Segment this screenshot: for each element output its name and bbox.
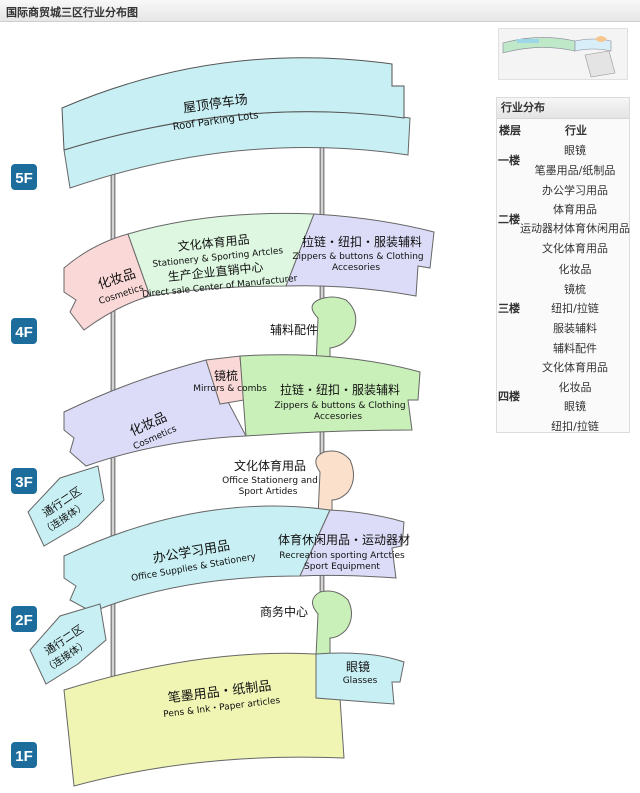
legend-item: 眼镜	[564, 400, 586, 413]
f2-sport-en1: Recreation sporting Artcties	[279, 551, 405, 561]
f1-glasses-cn: 眼镜	[346, 659, 370, 674]
zone-3f-connector[interactable]	[27, 465, 105, 547]
legend-floor-1: 一楼	[498, 154, 520, 167]
legend-item: 纽扣/拉链	[551, 302, 599, 315]
legend-floor-3: 三楼	[498, 302, 520, 315]
zone-1f-pens[interactable]	[63, 652, 345, 787]
f2-sport-en2: Sport Equipment	[304, 562, 380, 572]
f3-mirrors-cn: 镜梳	[214, 368, 238, 383]
legend-item: 运动器材体育休闲用品	[520, 222, 630, 235]
floor-badge-5f[interactable]: 5F	[11, 164, 37, 190]
legend-col-industry: 行业	[565, 124, 587, 137]
legend-item: 笔墨用品/纸制品	[534, 164, 616, 177]
zone-4f-cosmetics[interactable]	[63, 233, 151, 331]
legend-item: 眼镜	[564, 144, 586, 157]
legend-item: 化妆品	[558, 263, 592, 276]
zone-2f-connector[interactable]	[29, 603, 107, 685]
f3-zippers-en1: Zippers & buttons & Clothing	[274, 401, 405, 411]
legend-item: 体育用品	[553, 203, 597, 216]
floor-diagram: 5F 4F 3F 2F 1F 屋顶停车场 Roof Parking Lots 化…	[11, 57, 435, 787]
svg-text:3F: 3F	[15, 474, 33, 491]
f1-glasses-en: Glasses	[343, 676, 378, 686]
svg-text:1F: 1F	[15, 748, 33, 765]
f4-zippers-en1: Zippers & buttons & Clothing	[292, 252, 423, 262]
legend-item: 辅料配件	[553, 342, 597, 355]
zone-3f-cosmetics[interactable]	[63, 359, 247, 467]
page-title: 国际商贸城三区行业分布图	[6, 6, 138, 19]
legend-floor-2: 二楼	[498, 213, 520, 226]
floor-badge-1f[interactable]: 1F	[11, 742, 37, 768]
f1-business-cn: 商务中心	[260, 604, 308, 619]
f4-zippers-cn: 拉链・纽扣・服装辅料	[302, 234, 422, 249]
svg-text:5F: 5F	[15, 170, 33, 187]
legend-item: 化妆品	[558, 381, 592, 394]
f2-office-sport-en1: Office Stationerg and	[222, 476, 318, 486]
legend-floor-4: 四楼	[498, 390, 520, 403]
f3-mirrors-en: Mirrors & combs	[193, 384, 267, 394]
zone-3f-accessories[interactable]	[311, 296, 357, 367]
f2-sport-cn: 体育休闲用品・运动器材	[278, 532, 410, 547]
legend-item: 办公学习用品	[542, 184, 608, 197]
floor-badge-4f[interactable]: 4F	[11, 318, 37, 344]
svg-text:4F: 4F	[15, 324, 33, 341]
f2-office-sport-cn: 文化体育用品	[234, 458, 306, 473]
zone-3f-zippers[interactable]	[239, 354, 421, 437]
title-bar: 国际商贸城三区行业分布图	[0, 0, 640, 22]
floor-badge-2f[interactable]: 2F	[11, 606, 37, 632]
zone-2f-sport[interactable]	[299, 509, 405, 579]
f3-zippers-cn: 拉链・纽扣・服装辅料	[280, 382, 400, 397]
f4-zippers-en2: Accesories	[332, 263, 380, 273]
legend-item: 文化体育用品	[542, 361, 608, 374]
legend-item: 纽扣/拉链	[551, 420, 599, 433]
legend-title: 行业分布	[497, 98, 629, 119]
industry-legend-panel: 行业分布 楼层 行业 一楼 眼镜 笔墨用品/纸制品 二楼 办公学习用品 体育用品…	[496, 97, 630, 433]
f3-zippers-en2: Accesories	[314, 412, 362, 422]
legend-item: 文化体育用品	[542, 242, 608, 255]
zone-2f-office-bubble[interactable]	[315, 450, 354, 517]
zone-4f-zippers[interactable]	[285, 213, 435, 297]
zone-1f-glasses[interactable]	[315, 652, 405, 705]
floor-badge-3f[interactable]: 3F	[11, 468, 37, 494]
svg-text:2F: 2F	[15, 612, 33, 629]
f3-accessories-cn: 辅料配件	[270, 323, 318, 337]
zone-roof-parking[interactable]	[61, 57, 405, 151]
legend-item: 服装辅料	[553, 322, 597, 335]
zone-1f-business[interactable]	[312, 590, 352, 657]
legend-item: 镜梳	[564, 283, 586, 296]
legend-col-floor: 楼层	[499, 124, 521, 137]
minimap-thumbnail[interactable]	[498, 28, 628, 80]
f2-office-sport-en2: Sport Artides	[239, 487, 298, 497]
